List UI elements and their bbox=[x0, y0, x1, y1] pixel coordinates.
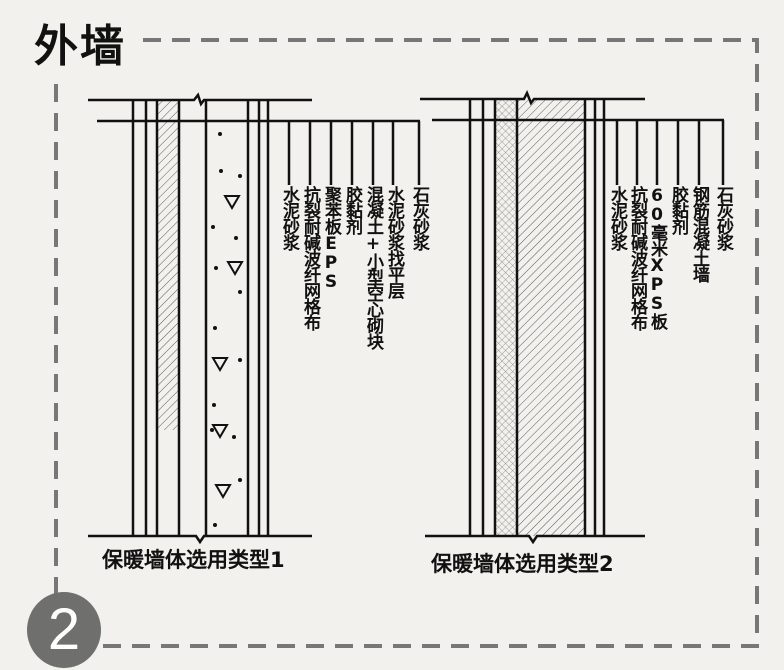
label-mesh-2: 抗裂耐碱波纤网格布 bbox=[627, 186, 647, 330]
label-rc-wall: 钢筋混凝土墙 bbox=[689, 186, 709, 282]
label-mesh: 抗裂耐碱波纤网格布 bbox=[300, 186, 320, 330]
eps-hatch bbox=[158, 100, 179, 430]
caption-type-2: 保暖墙体选用类型2 bbox=[431, 552, 614, 576]
label-cement-mortar-2: 水泥砂浆 bbox=[607, 186, 627, 250]
concrete-aggregate bbox=[210, 132, 244, 527]
dashed-frame bbox=[54, 38, 759, 648]
label-eps-board: 聚苯板EPS bbox=[321, 186, 341, 291]
label-leveling-layer: 水泥砂浆找平层 bbox=[384, 186, 404, 298]
number-badge: 2 bbox=[27, 592, 101, 668]
label-adhesive: 胶黏剂 bbox=[342, 186, 362, 234]
diagram-1 bbox=[88, 92, 421, 545]
label-lime-mortar: 石灰砂浆 bbox=[409, 186, 429, 250]
label-adhesive-2: 胶黏剂 bbox=[668, 186, 688, 234]
page-title: 外墙 bbox=[34, 10, 132, 74]
label-concrete-block: 混凝土+小型空心砌块 bbox=[363, 186, 383, 349]
concrete-hatch bbox=[517, 99, 585, 536]
label-xps-board: 60毫米XPS板 bbox=[647, 186, 667, 329]
label-cement-mortar: 水泥砂浆 bbox=[279, 186, 299, 250]
xps-crosshatch bbox=[496, 99, 517, 536]
diagram-2 bbox=[420, 89, 725, 545]
caption-type-1: 保暖墙体选用类型1 bbox=[102, 548, 285, 572]
label-lime-mortar-2: 石灰砂浆 bbox=[713, 186, 733, 250]
